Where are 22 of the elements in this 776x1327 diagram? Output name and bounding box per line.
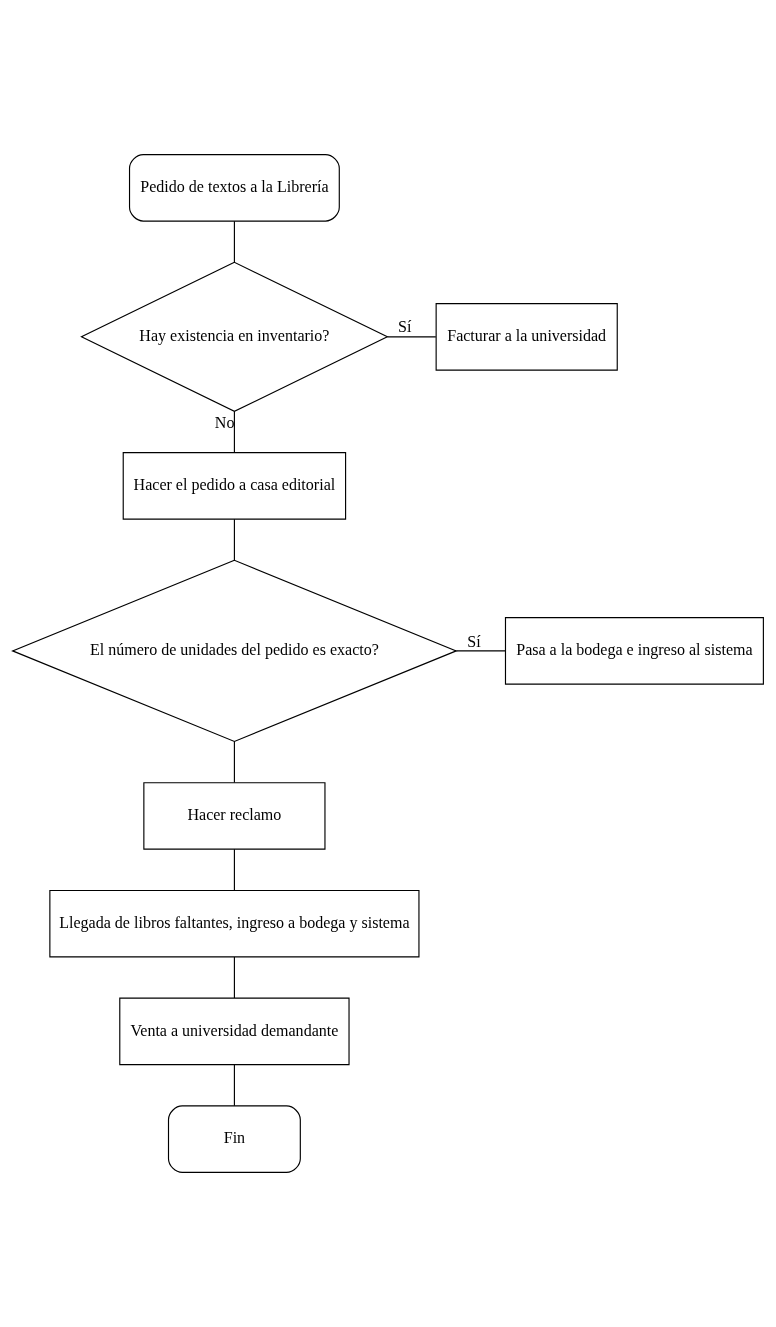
connector [233, 518, 235, 561]
edge-label: Sí [467, 632, 481, 650]
connector [233, 848, 235, 891]
edge-label: No [214, 414, 235, 432]
node-box: Venta a universidad demandante [119, 997, 350, 1066]
connector [233, 410, 235, 454]
node-diamond: Hay existencia en inventario? [80, 261, 389, 412]
node-box: Fin [167, 1105, 301, 1173]
node-box: Pedido de textos a la Librería [128, 154, 340, 222]
node-box: Hacer reclamo [143, 782, 326, 850]
connector [455, 650, 506, 652]
edge-label: Sí [398, 318, 412, 336]
node-diamond: El número de unidades del pedido es exacto? [11, 559, 458, 743]
node-box: Hacer el pedido a casa editorial [122, 452, 347, 520]
connector [386, 336, 437, 338]
node-box: Pasa a la bodega e ingreso al sistema [504, 617, 764, 685]
connector [233, 740, 235, 783]
connector [233, 220, 235, 263]
node-box: Facturar a la universidad [435, 303, 618, 371]
connector [233, 956, 235, 999]
node-box: Llegada de libros faltantes, ingreso a bodega y sistema [49, 889, 420, 958]
connector [233, 1064, 235, 1107]
